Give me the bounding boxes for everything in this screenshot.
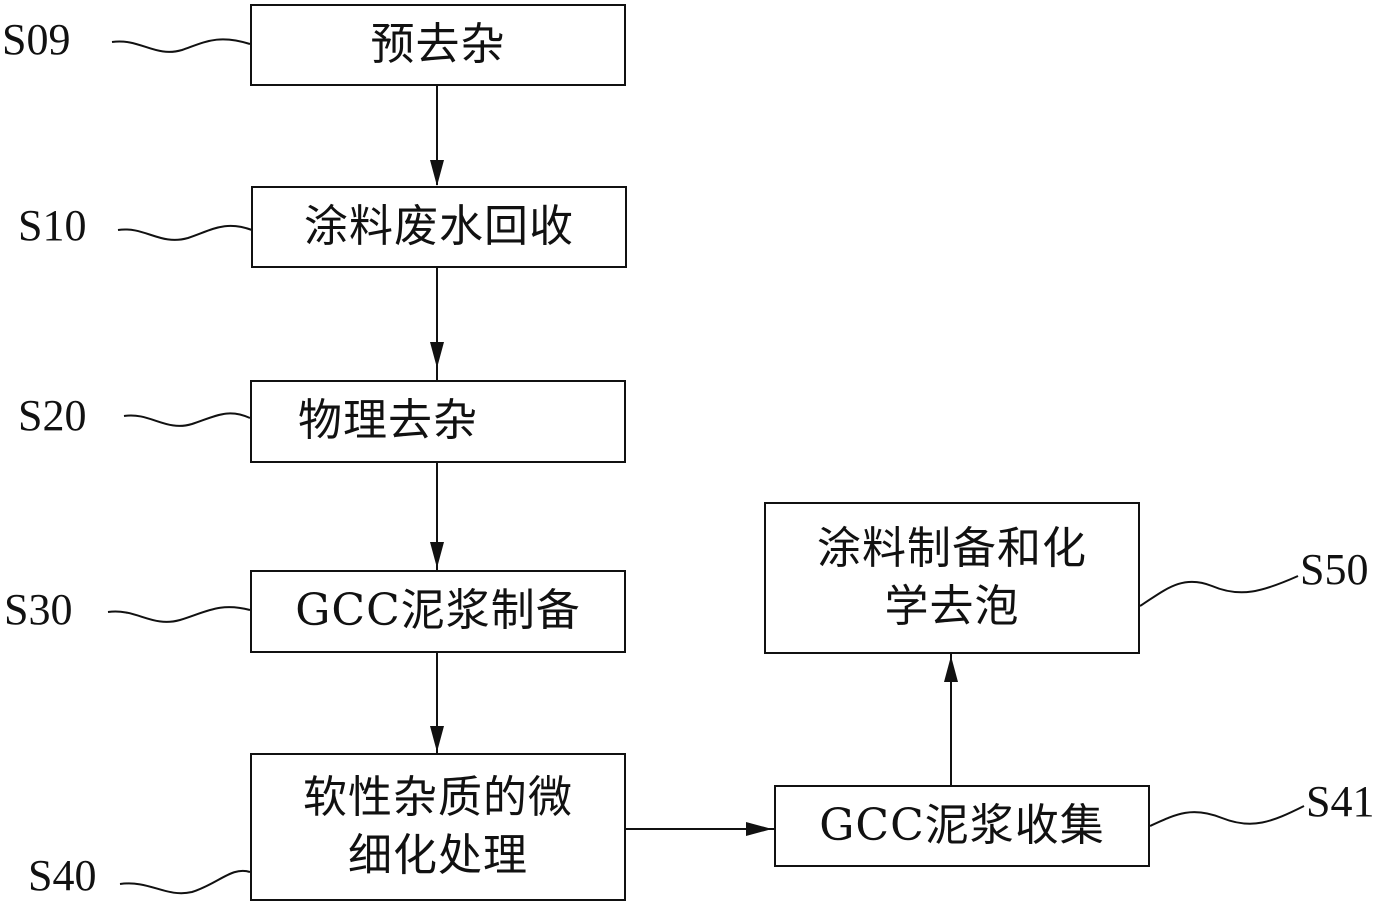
step-label-s09: S09	[2, 15, 71, 64]
step-box-s10: 涂料废水回收	[251, 186, 627, 268]
step-label-s10: S10	[18, 201, 87, 250]
leader-s50	[1139, 575, 1299, 607]
arrowhead-s40-s41	[746, 822, 772, 836]
leader-s09	[111, 38, 251, 53]
arrowhead-s41-s50	[944, 656, 958, 682]
leader-s40	[119, 869, 251, 895]
step-text-s10: 涂料废水回收	[304, 200, 574, 252]
leader-s10	[117, 224, 253, 241]
step-text-s40-line2: 细化处理	[348, 830, 528, 881]
arrowhead-s30-s40	[430, 726, 444, 752]
step-label-s20: S20	[18, 391, 87, 440]
step-text-s30: GCC泥浆制备	[295, 585, 581, 637]
step-box-s40: 软性杂质的微 细化处理	[250, 753, 626, 901]
step-text-s50-line2: 学去泡	[884, 581, 1020, 632]
arrowhead-s20-s30	[430, 542, 444, 568]
step-label-s30: S30	[4, 585, 73, 634]
leader-s30	[107, 606, 251, 623]
step-box-s20: 物理去杂	[250, 380, 626, 463]
step-box-s30: GCC泥浆制备	[250, 570, 626, 653]
step-text-s09: 预去杂	[370, 18, 506, 70]
step-label-s41: S41	[1306, 777, 1375, 826]
step-text-s20: 物理去杂	[298, 395, 478, 447]
arrowhead-s10-s20	[430, 342, 444, 368]
step-text-s50-line1: 涂料制备和化	[817, 522, 1087, 574]
step-box-s50: 涂料制备和化 学去泡	[764, 502, 1140, 654]
arrowhead-s09-s10	[430, 160, 444, 186]
step-box-s41: GCC泥浆收集	[774, 785, 1150, 867]
step-text-s40-line1: 软性杂质的微	[303, 771, 573, 823]
leader-s41	[1149, 805, 1305, 827]
step-text-s41: GCC泥浆收集	[819, 799, 1105, 851]
step-label-s40: S40	[28, 851, 97, 900]
step-box-s09: 预去杂	[250, 4, 626, 86]
leader-s20	[123, 412, 251, 427]
step-label-s50: S50	[1300, 545, 1369, 594]
